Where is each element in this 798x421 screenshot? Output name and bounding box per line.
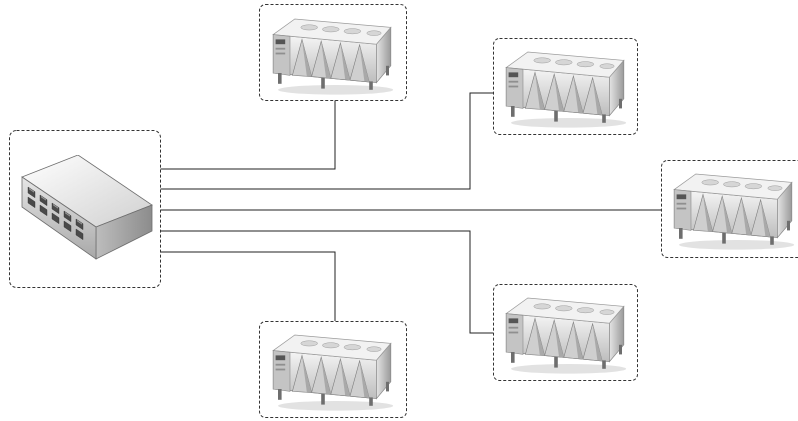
link-to-chiller-lower-right: [160, 230, 493, 334]
chiller-unit-upper-right[interactable]: [493, 38, 638, 135]
link-to-chiller-top: [160, 100, 336, 170]
connection-lines: [160, 92, 661, 334]
chiller-unit-far-right[interactable]: [661, 160, 798, 258]
link-to-chiller-upper-right: [160, 92, 493, 190]
chiller-unit-lower-right[interactable]: [493, 284, 638, 381]
chiller-unit-bottom[interactable]: [259, 321, 407, 418]
link-to-chiller-bottom: [160, 251, 336, 321]
chiller-unit-top[interactable]: [259, 4, 407, 101]
hub-switch[interactable]: [9, 130, 161, 288]
